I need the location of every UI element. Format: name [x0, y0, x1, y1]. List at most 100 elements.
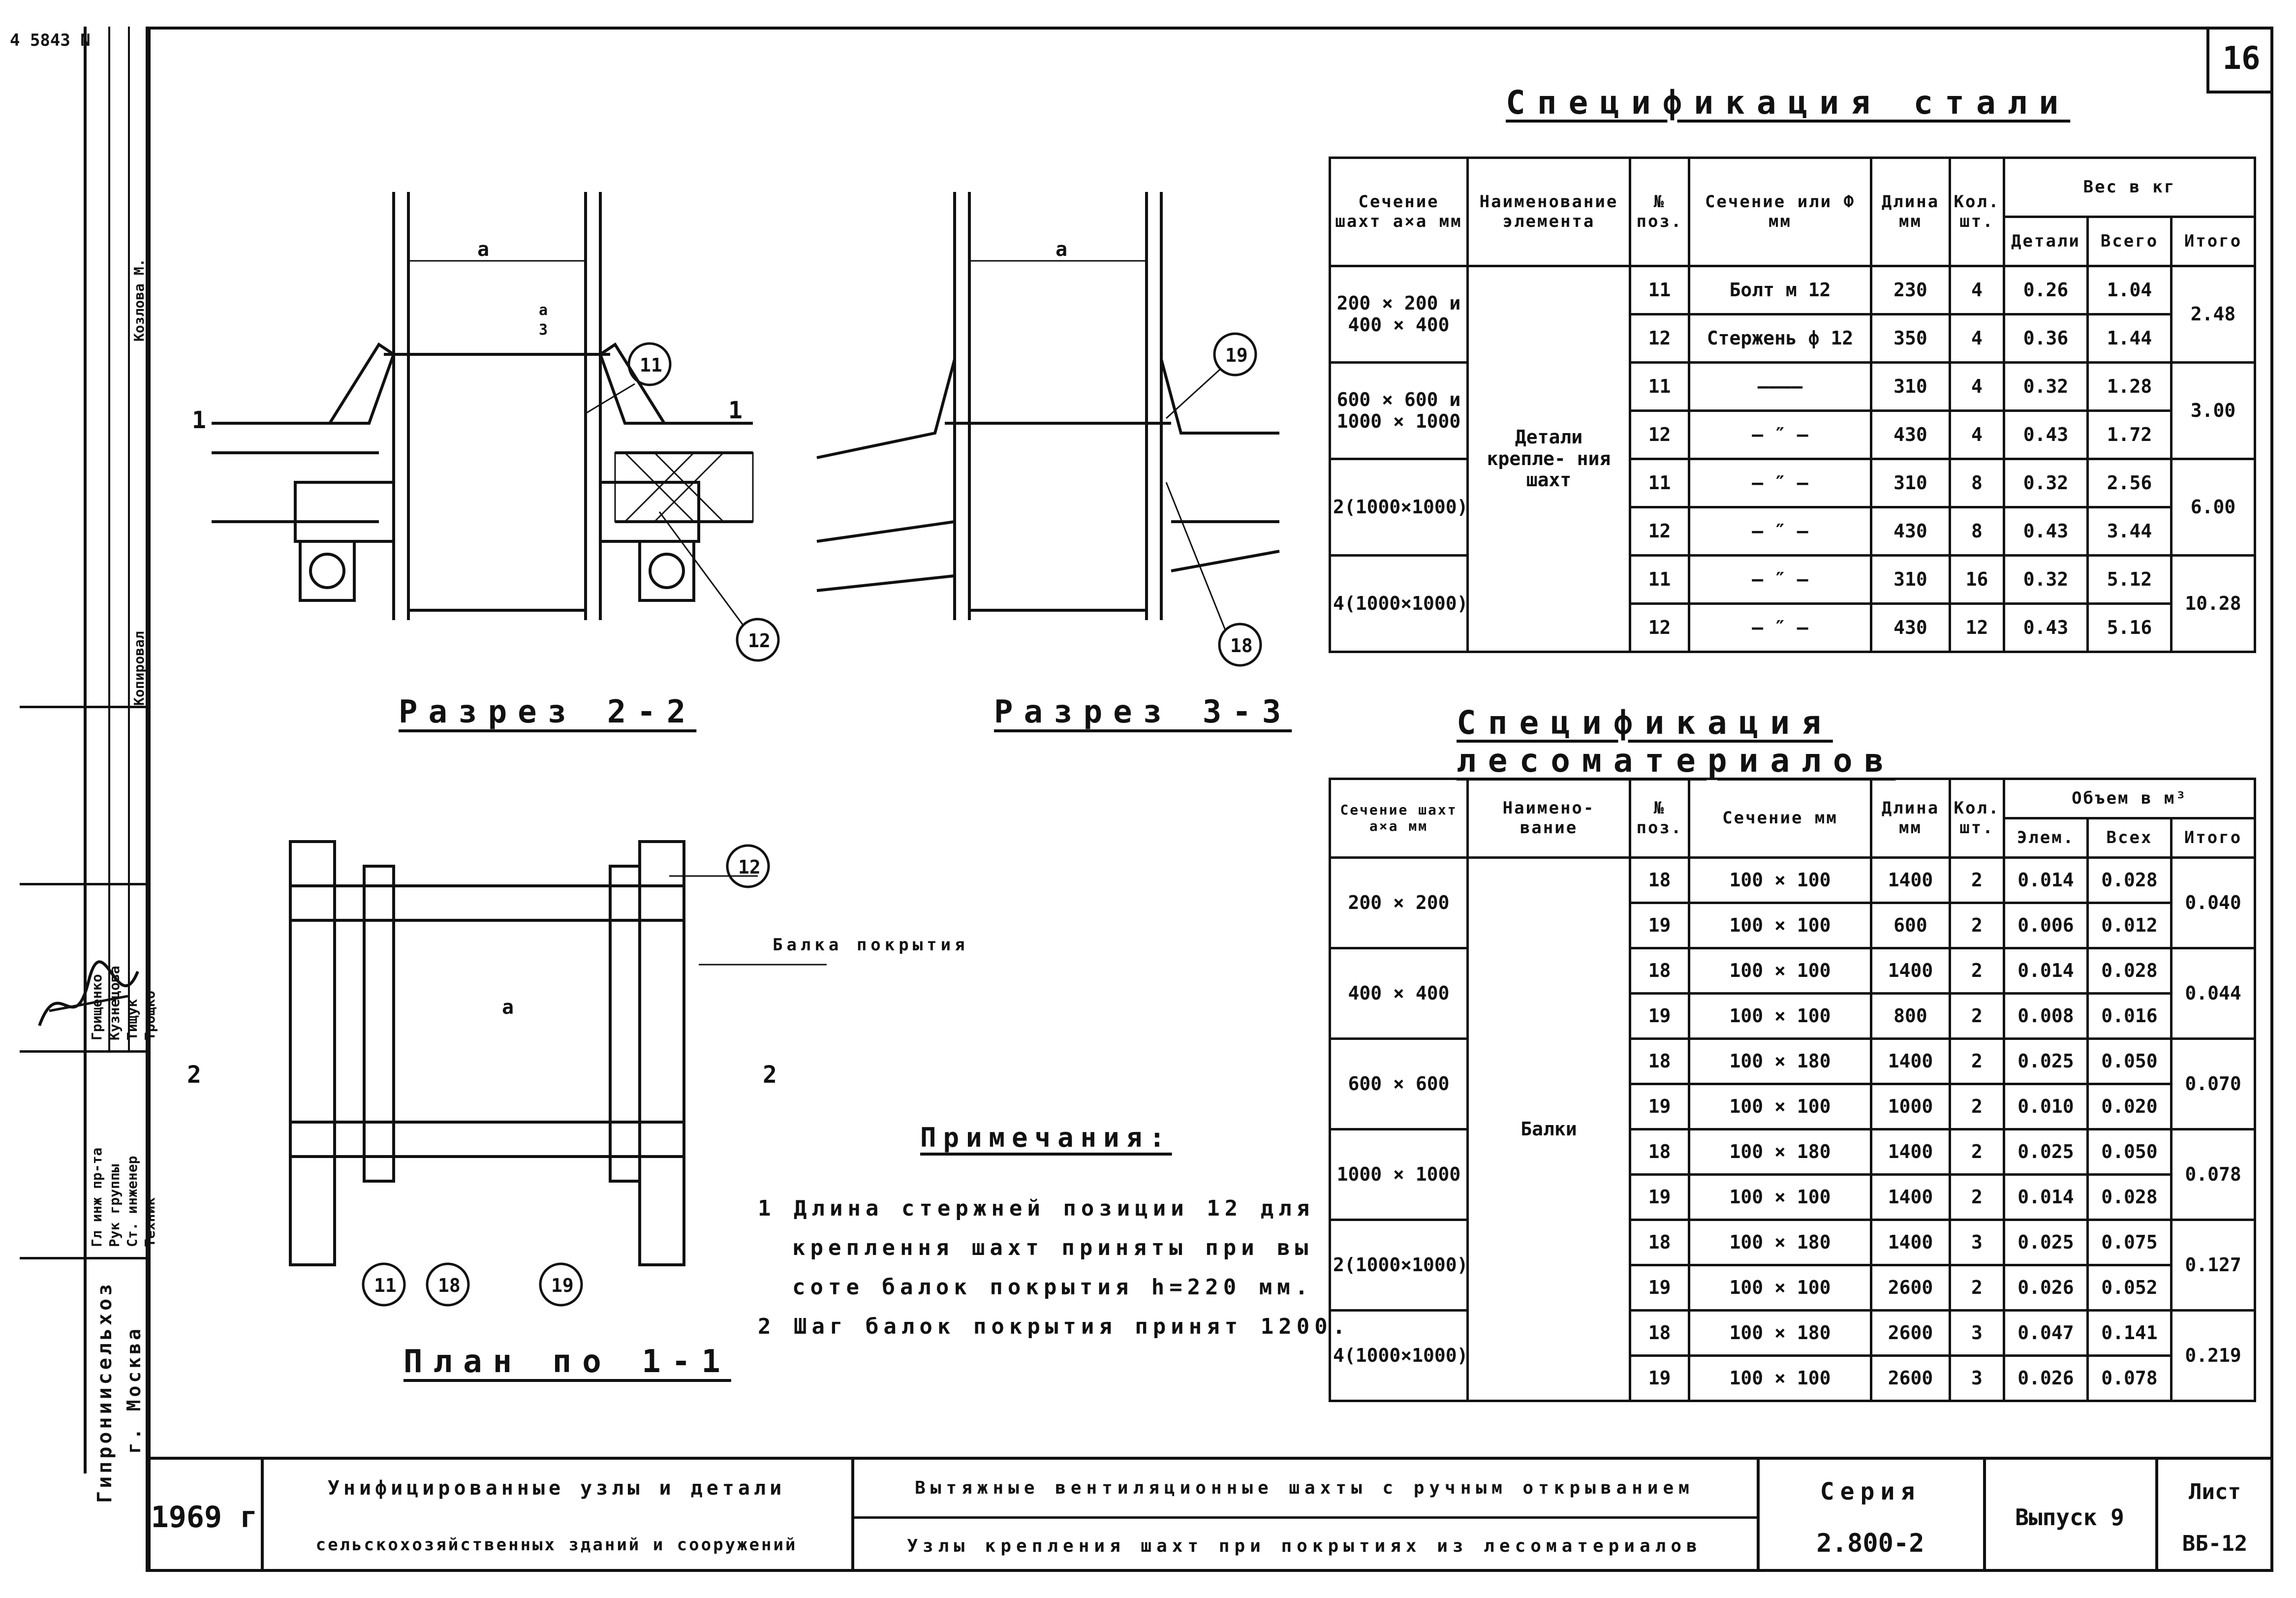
section-3-3-drawing: а 19 18 — [816, 192, 1280, 667]
cell-section: 200 × 200 и 400 × 400 — [1329, 265, 1469, 364]
cell-total: 1.28 — [2086, 361, 2172, 412]
cell-length: 800 — [1870, 992, 1951, 1040]
cell-section: 1000 × 1000 — [1329, 1128, 1469, 1221]
cell-qty: 2 — [1949, 856, 2005, 904]
cell-profile: Стержень ф 12 — [1688, 313, 1872, 364]
timber-h-section: Сечение шахт а×а мм — [1329, 778, 1469, 859]
tb-sheet-label: Лист — [2189, 1479, 2241, 1504]
cell-length: 430 — [1870, 409, 1951, 460]
cell-qty: 16 — [1949, 554, 2005, 605]
cell-pos: 19 — [1629, 1083, 1690, 1130]
timber-h-name: Наимено- вание — [1466, 778, 1631, 859]
cell-detail: 0.43 — [2003, 409, 2089, 460]
cell-profile: 100 × 180 — [1688, 1128, 1872, 1176]
cell-qty: 3 — [1949, 1219, 2005, 1266]
title-block: 1969 г Унифицированные узлы и детали сел… — [148, 1457, 2273, 1572]
stamp-role-3: Ст. инженер — [124, 1156, 140, 1247]
cell-all: 0.078 — [2086, 1354, 2172, 1402]
plan-1-1-label: План по 1-1 — [403, 1344, 731, 1380]
cell-profile: Болт м 12 — [1688, 265, 1872, 315]
cell-qty: 2 — [1949, 1264, 2005, 1312]
cell-length: 1400 — [1870, 1128, 1951, 1176]
cell-elem: 0.008 — [2003, 992, 2089, 1040]
cell-profile: 100 × 180 — [1688, 1219, 1872, 1266]
cell-length: 1400 — [1870, 1219, 1951, 1266]
cell-grand-total: 10.28 — [2170, 554, 2256, 653]
cell-total: 5.12 — [2086, 554, 2172, 605]
approval-stamp: Козлова М. Копировал Гл инж пр-та Рук гр… — [20, 27, 158, 1572]
cell-qty: 3 — [1949, 1354, 2005, 1402]
cell-pos: 12 — [1629, 409, 1690, 460]
cell-length: 2600 — [1870, 1264, 1951, 1312]
steel-spec-table: Сечение шахт а×а мм Наименование элемент… — [1329, 157, 2256, 653]
cell-length: 2600 — [1870, 1309, 1951, 1357]
cell-pos: 19 — [1629, 992, 1690, 1040]
cell-total: 3.44 — [2086, 506, 2172, 557]
plan-callout-11: 11 — [374, 1275, 397, 1296]
tb-subject-1: Унифицированные узлы и детали — [327, 1476, 786, 1500]
cell-all: 0.050 — [2086, 1037, 2172, 1085]
cell-pos: 11 — [1629, 361, 1690, 412]
cell-profile: 100 × 180 — [1688, 1309, 1872, 1357]
cell-qty: 2 — [1949, 902, 2005, 949]
cell-pos: 18 — [1629, 1128, 1690, 1176]
cell-length: 600 — [1870, 902, 1951, 949]
cell-detail: 0.32 — [2003, 458, 2089, 508]
cell-elem: 0.025 — [2003, 1037, 2089, 1085]
cell-pos: 18 — [1629, 947, 1690, 995]
cell-total: 1.04 — [2086, 265, 2172, 315]
cell-pos: 12 — [1629, 506, 1690, 557]
cell-pos: 12 — [1629, 602, 1690, 653]
cell-all: 0.141 — [2086, 1309, 2172, 1357]
cell-pos: 11 — [1629, 265, 1690, 315]
cell-detail: 0.43 — [2003, 506, 2089, 557]
cell-grand-total: 0.127 — [2170, 1219, 2257, 1312]
dim-a3-numerator: а — [539, 302, 548, 319]
cell-all: 0.028 — [2086, 1173, 2172, 1221]
tb-sheet: ВБ-12 — [2182, 1531, 2248, 1556]
cell-pos: 18 — [1629, 1309, 1690, 1357]
cell-qty: 2 — [1949, 992, 2005, 1040]
note-line-1: 1 Длина стержней позиции 12 для — [758, 1196, 1315, 1221]
steel-h-section: Сечение шахт а×а мм — [1329, 157, 1469, 267]
dim-a-label: а — [477, 238, 489, 261]
stamp-dept: Копировал — [131, 631, 147, 706]
cell-qty: 8 — [1949, 506, 2005, 557]
cell-profile: 100 × 180 — [1688, 1037, 1872, 1085]
cell-elem: 0.014 — [2003, 856, 2089, 904]
cell-pos: 18 — [1629, 1219, 1690, 1266]
cell-elem: 0.025 — [2003, 1219, 2089, 1266]
cell-detail: 0.26 — [2003, 265, 2089, 315]
stamp-role-2: Рук группы — [106, 1164, 123, 1247]
cell-qty: 2 — [1949, 1128, 2005, 1176]
cell-element-name: Детали крепле- ния шахт — [1466, 265, 1631, 653]
steel-h-profile: Сечение или Ф мм — [1688, 157, 1872, 267]
cell-length: 430 — [1870, 506, 1951, 557]
cell-pos: 11 — [1629, 458, 1690, 508]
stamp-role-4: Техник — [142, 1197, 158, 1247]
cell-grand-total: 3.00 — [2170, 361, 2256, 460]
timber-h-grand: Итого — [2170, 817, 2257, 859]
cell-length: 1000 — [1870, 1083, 1951, 1130]
cell-all: 0.028 — [2086, 947, 2172, 995]
cell-profile: 100 × 100 — [1688, 1354, 1872, 1402]
note-line-2: креплення шахт приняты при вы — [792, 1235, 1313, 1260]
notes-title: Примечания: — [920, 1122, 1172, 1153]
timber-h-elem: Элем. — [2003, 817, 2089, 859]
cell-pos: 19 — [1629, 1354, 1690, 1402]
cell-elem: 0.026 — [2003, 1264, 2089, 1312]
tb-issue: Выпуск 9 — [2015, 1504, 2124, 1531]
cell-length: 1400 — [1870, 1173, 1951, 1221]
cell-qty: 12 — [1949, 602, 2005, 653]
cell-qty: 4 — [1949, 265, 2005, 315]
cell-all: 0.052 — [2086, 1264, 2172, 1312]
cell-section: 4(1000×1000) — [1329, 554, 1469, 653]
